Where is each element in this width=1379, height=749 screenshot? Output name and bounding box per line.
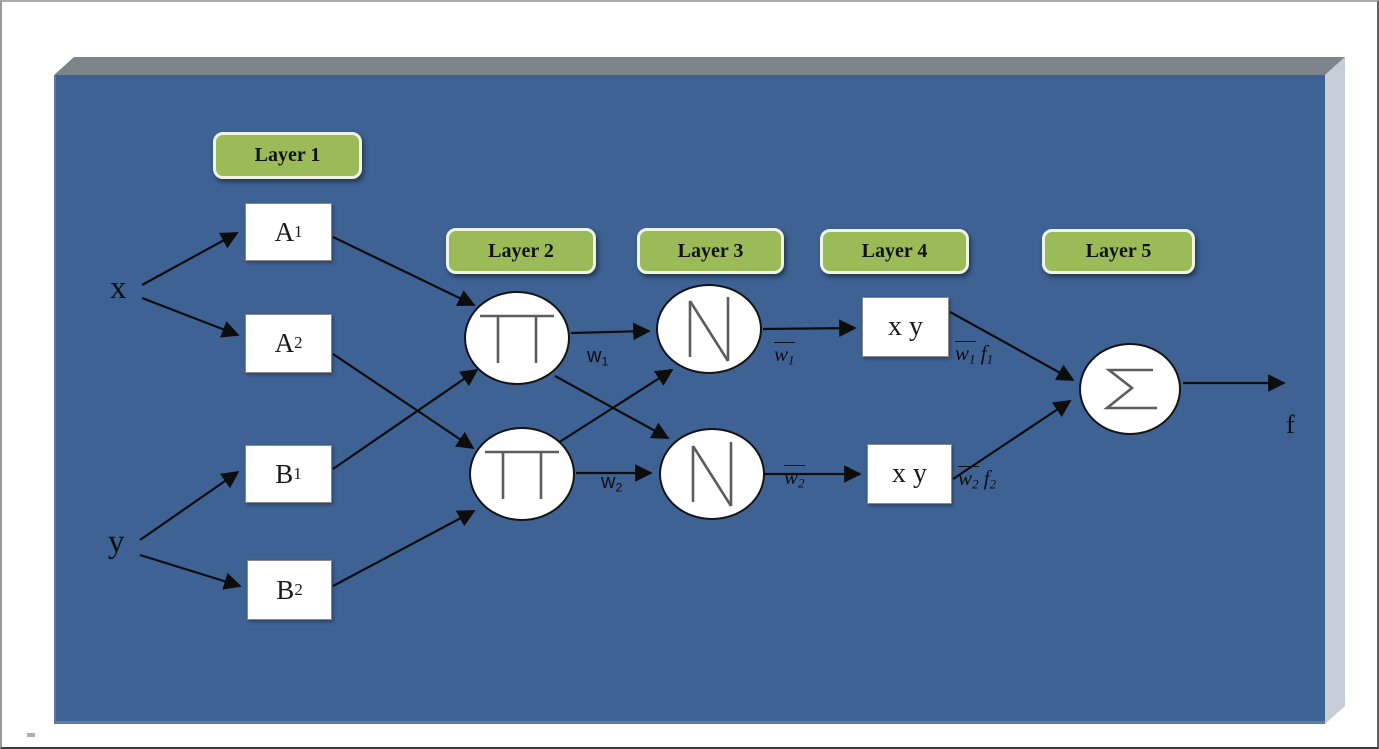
w2f2-w: w <box>958 466 973 490</box>
edge-label-w2f2: w2 f2 <box>958 466 996 491</box>
node-a1-sub: 1 <box>294 221 303 241</box>
w2f2-f: f <box>983 466 990 490</box>
node-norm-1 <box>656 284 762 374</box>
w1f1-fsub: 1 <box>986 351 994 367</box>
node-b2-base: B <box>276 574 295 605</box>
edge-label-w2: w2 <box>601 471 622 494</box>
layer-1-pill: Layer 1 <box>213 132 362 179</box>
layer-5-label: Layer 5 <box>1085 240 1152 262</box>
wbar1-base: w <box>774 342 789 366</box>
node-b1-sub: 1 <box>293 463 302 483</box>
edge-label-wbar1: w1 <box>774 342 795 367</box>
normalize-symbol-icon <box>691 442 733 507</box>
layer-5-pill: Layer 5 <box>1042 229 1195 274</box>
wbar2-sub: 2 <box>798 475 805 491</box>
input-x-label: x <box>110 270 127 306</box>
w1-sub: 1 <box>601 354 609 369</box>
w2f2-fsub: 2 <box>989 476 997 492</box>
layer-3-label: Layer 3 <box>677 239 744 262</box>
w1f1-f: f <box>980 341 987 365</box>
w2-sub: 2 <box>615 480 623 495</box>
output-f-label: f <box>1286 410 1295 439</box>
w1f1-wsub: 1 <box>969 351 976 367</box>
w1-base: w <box>587 345 602 367</box>
layer-2-label: Layer 2 <box>488 239 554 262</box>
edge-label-wbar2: w2 <box>784 465 805 490</box>
edge-label-w1: w1 <box>587 345 608 368</box>
layer-2-pill: Layer 2 <box>446 228 596 274</box>
sum-symbol-icon <box>1103 368 1157 410</box>
artifact-mark <box>27 733 35 737</box>
product-symbol-icon <box>480 314 554 363</box>
w2f2-wsub: 2 <box>972 476 979 492</box>
node-xy-1-label: x y <box>888 311 923 342</box>
edge-label-w1f1: w1 f1 <box>955 341 993 366</box>
slab-top-face <box>54 57 1345 75</box>
layer-4-pill: Layer 4 <box>820 229 969 274</box>
node-b2-sub: 2 <box>294 579 303 599</box>
normalize-symbol-icon <box>688 297 730 362</box>
node-sum <box>1079 343 1181 435</box>
wbar2-base: w <box>784 465 799 489</box>
layer-4-label: Layer 4 <box>861 240 928 262</box>
product-symbol-icon <box>485 450 559 499</box>
node-a1-base: A <box>274 216 295 247</box>
node-b1-base: B <box>275 458 294 489</box>
node-a2-base: A <box>274 328 295 358</box>
layer-1-label: Layer 1 <box>254 144 321 166</box>
input-y-label: y <box>108 524 125 560</box>
node-xy-2-label: x y <box>892 458 927 489</box>
node-product-1 <box>464 291 570 385</box>
w1f1-w: w <box>955 341 970 365</box>
node-product-2 <box>469 427 575 521</box>
node-xy-1: x y <box>862 297 949 357</box>
layer-3-pill: Layer 3 <box>637 228 784 274</box>
w2-base: w <box>601 471 616 493</box>
node-a2-sub: 2 <box>294 333 303 353</box>
node-xy-2: x y <box>867 444 952 504</box>
wbar1-sub: 1 <box>788 352 795 368</box>
slab-side-face <box>1325 57 1345 724</box>
node-norm-2 <box>659 428 765 520</box>
